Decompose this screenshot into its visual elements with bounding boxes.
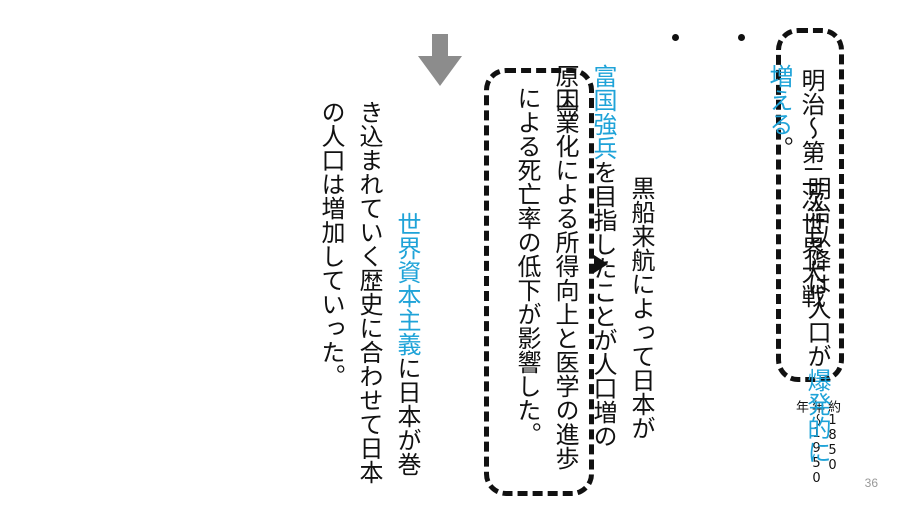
- slide-title: 明治〜第二次世界大戦: [797, 68, 825, 308]
- conclusion-highlight: 世界資本主義: [393, 212, 421, 356]
- bullet-dot-icon: [738, 34, 745, 41]
- conclusion-text: 世界資本主義に日本が巻き込まれていく歴史に合わせて日本の人口は増加していった。: [317, 100, 464, 490]
- page-number: 36: [864, 476, 878, 490]
- cause-text: 工業化による所得向上と医学の進歩による死亡率の低下が影響した。: [513, 86, 579, 470]
- conclusion-body: に日本が巻き込まれていく歴史に合わせて日本の人口は増加していった。: [317, 100, 421, 484]
- bullet-dot-icon: [672, 34, 679, 41]
- title-box: [776, 28, 844, 382]
- bullet-1-post: 。: [765, 136, 793, 160]
- bullet-1-text: 明治以降は人口が爆発的に増える。: [722, 64, 874, 484]
- bullet-2-text: 黒船来航によって日本が富国強兵を目指したことが人口増の原因。: [551, 64, 698, 454]
- bullet-2-line1: 黒船来航によって日本が: [627, 176, 655, 440]
- cause-box: [484, 68, 594, 496]
- bullet-1-highlight: 爆発的に増える: [765, 64, 831, 464]
- triangle-right-icon: [594, 255, 608, 273]
- down-arrow-icon: [418, 34, 462, 86]
- bullet-1-pre: 明治以降は人口が: [803, 176, 831, 368]
- period-note: 約1850年〜1950年: [793, 400, 840, 486]
